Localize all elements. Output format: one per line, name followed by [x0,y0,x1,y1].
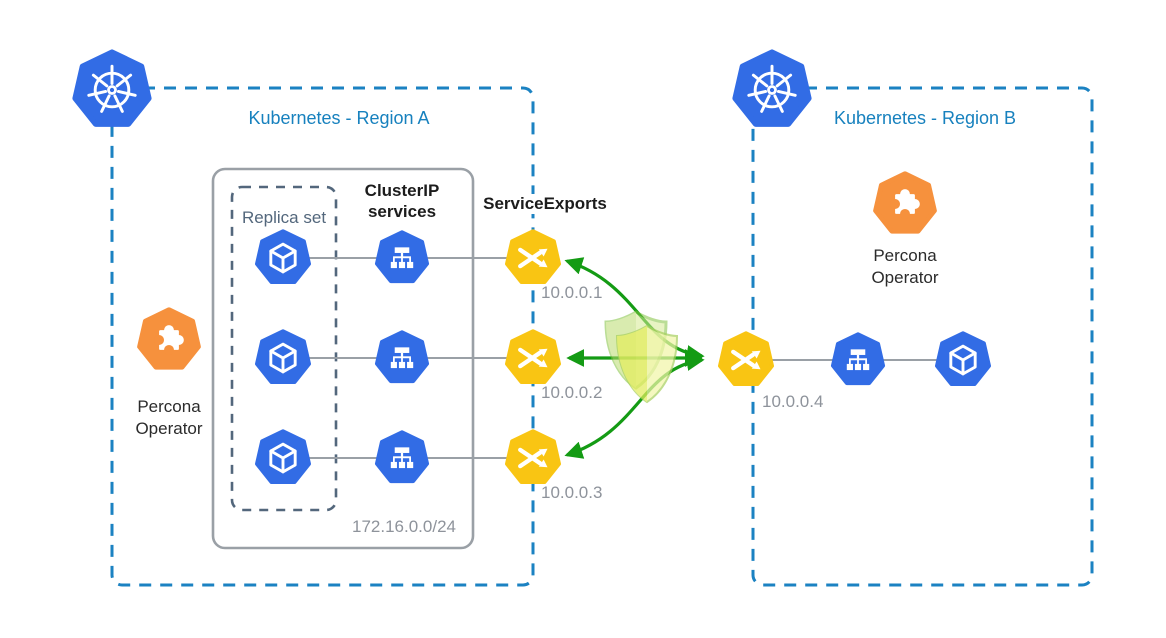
export-ip-2: 10.0.0.2 [541,383,603,402]
service-import-icon [720,333,772,384]
kubernetes-logo-icon-region-b [735,52,808,124]
percona-operator-label-region-b: Percona Operator [871,246,939,287]
service-export-icon [507,331,559,382]
region-b-boundary [751,86,1094,587]
pod-icon [937,333,989,384]
service-export-icon [507,431,559,482]
pod-icon [257,231,309,282]
clusterip-services-label: ClusterIP services [364,181,440,221]
shield-icon [604,310,679,404]
replica-set-box [230,185,338,512]
kubernetes-logo-icon-region-a [75,52,148,124]
region-a-title: Kubernetes - Region A [248,108,430,128]
export-ip-1: 10.0.0.1 [541,283,603,302]
clusterip-service-icon [374,230,430,284]
percona-operator-label-region-a: Percona Operator [135,397,203,438]
service-export-icon [507,231,559,282]
subnet-label: 172.16.0.0/24 [352,517,456,536]
clusterip-service-icon [374,330,430,384]
import-ip: 10.0.0.4 [762,392,824,411]
service-exports-label: ServiceExports [480,194,610,214]
replica-set-label: Replica set [241,208,327,227]
export-ip-3: 10.0.0.3 [541,483,603,502]
clusterip-service-icon [830,332,886,386]
clusterip-service-icon [374,430,430,484]
region-b-title: Kubernetes - Region B [833,108,1017,128]
pod-icon [257,331,309,382]
percona-operator-icon-region-a [139,310,198,368]
percona-operator-icon-region-b [875,174,934,232]
pod-icon [257,431,309,482]
